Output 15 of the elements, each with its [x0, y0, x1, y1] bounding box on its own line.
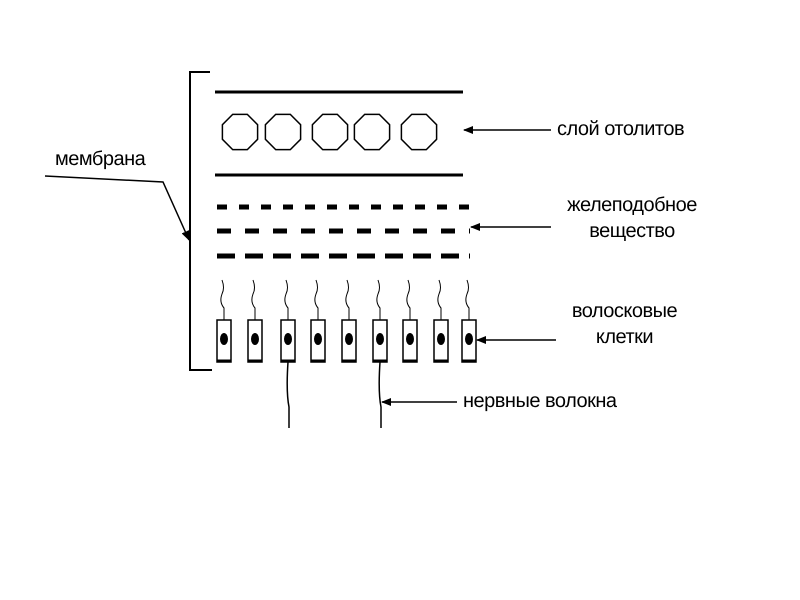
label-text: желеподобное вещество — [566, 193, 698, 244]
leader-arrow — [381, 398, 457, 406]
leader-arrow — [44, 175, 190, 241]
label-text: слой отолитов — [557, 117, 684, 142]
nerve-fiber-line — [378, 362, 382, 428]
gel-layer-drawing — [217, 204, 470, 258]
otolith-layer-drawing — [215, 90, 463, 176]
leader-arrow — [470, 223, 551, 231]
label-text: нервные волокна — [463, 389, 617, 414]
leader-arrow — [476, 336, 556, 344]
leader-arrow — [463, 126, 551, 134]
label-text: волосковые клетки — [570, 299, 678, 350]
membrane-bracket — [189, 71, 212, 371]
hair-cell-drawing — [461, 280, 477, 363]
label-text: мембрана — [55, 147, 146, 172]
